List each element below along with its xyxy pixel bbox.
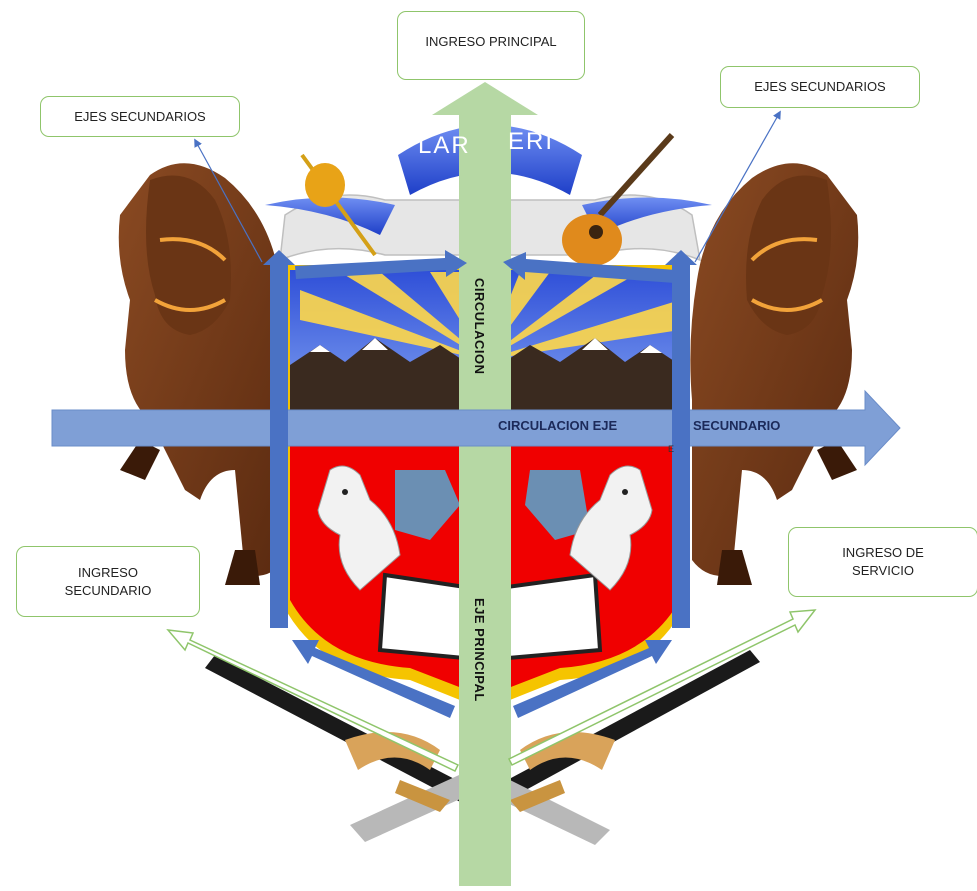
secondary-axis-arrow <box>51 389 901 467</box>
eje-principal-label: EJE PRINCIPAL <box>472 598 487 702</box>
llama-right <box>569 465 653 591</box>
crossed-swords <box>205 650 760 845</box>
main-axis-arrow <box>432 82 538 886</box>
ejes-secundarios-right-text: EJES SECUNDARIOS <box>754 79 886 94</box>
crest-banner-text-right: ERI <box>508 128 555 155</box>
ejes-secundarios-left-callout: EJES SECUNDARIOS <box>40 96 240 137</box>
circulation-arrows <box>263 250 697 718</box>
circulacion-vertical-label: CIRCULACION <box>472 278 487 375</box>
spindle-icon <box>300 153 377 257</box>
ejes-secundarios-right-callout: EJES SECUNDARIOS <box>720 66 920 108</box>
llama-left <box>317 465 401 591</box>
entry-arrow-right <box>507 609 817 767</box>
ingreso-principal-callout: INGRESO PRINCIPAL <box>397 11 585 80</box>
ingreso-servicio-line2: SERVICIO <box>852 563 914 578</box>
ingreso-servicio-line1: INGRESO DE <box>842 545 924 560</box>
small-mark-label: E <box>668 444 675 454</box>
crest-banner-text-left: LAR <box>418 132 471 159</box>
ingreso-secundario-callout: INGRESO SECUNDARIO <box>16 546 200 617</box>
circulacion-eje-label: CIRCULACION EJE <box>498 418 618 433</box>
ingreso-secundario-line2: SECUNDARIO <box>64 582 152 598</box>
left-horse <box>118 163 287 585</box>
entry-arrow-left <box>166 629 460 772</box>
guitar-icon <box>562 132 675 266</box>
ingreso-secundario-line1: INGRESO <box>78 564 138 580</box>
leader-lines <box>194 110 781 263</box>
ingreso-servicio-callout: INGRESO DE SERVICIO <box>788 527 977 597</box>
secundario-label: SECUNDARIO <box>693 418 781 433</box>
right-horse <box>690 163 859 585</box>
ejes-secundarios-left-text: EJES SECUNDARIOS <box>74 108 206 124</box>
ingreso-principal-text: INGRESO PRINCIPAL <box>425 34 557 49</box>
